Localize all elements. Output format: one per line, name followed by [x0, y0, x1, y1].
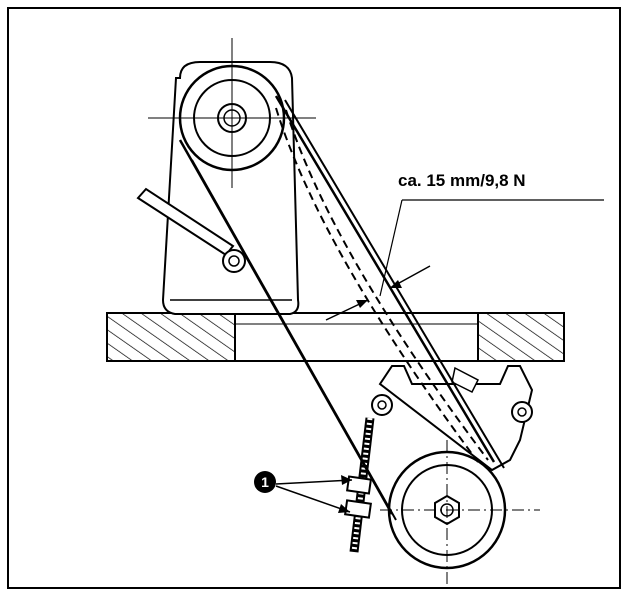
callout-1: 1: [254, 471, 353, 513]
tension-bolts: [344, 417, 375, 553]
table-section: [106, 312, 565, 362]
belt-deflected: [275, 107, 489, 463]
table-right-hatched: [477, 312, 565, 362]
tension-label: ca. 15 mm/9,8 N: [398, 171, 526, 190]
callout-number: 1: [261, 474, 269, 490]
lever-arm: [136, 187, 246, 273]
upper-pulley: [148, 38, 316, 188]
diagram-border: [7, 7, 621, 589]
deflection-measure: [325, 199, 604, 321]
table-left-hatched: [106, 312, 236, 362]
callout-marker: [254, 471, 276, 493]
lower-pulley: [380, 440, 540, 585]
